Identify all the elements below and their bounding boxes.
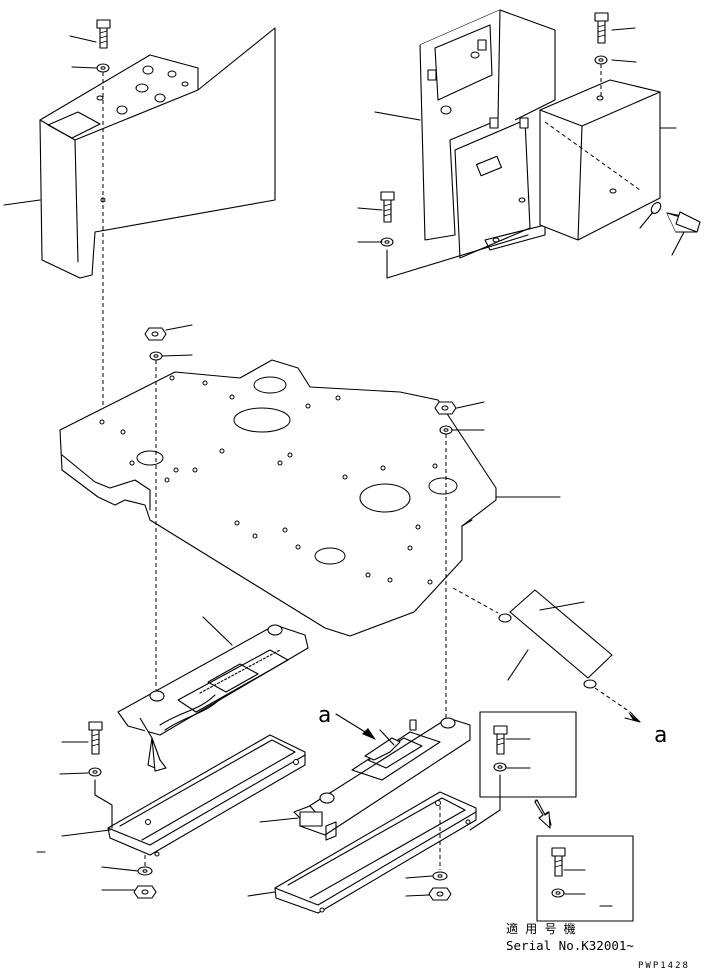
- bolt-right-side: [650, 202, 701, 233]
- inset-arrow-down: [534, 799, 552, 829]
- bolt-top-left: [96, 19, 111, 415]
- floor-plate: [59, 359, 497, 637]
- serial-note-title: 適 用 号 機: [506, 921, 576, 936]
- serial-note-number: Serial No.K32001~: [506, 938, 634, 953]
- nut-washer-lower-left: [133, 855, 157, 899]
- upper-right-bracket: [419, 9, 556, 259]
- pointer-arrow-a: [335, 713, 376, 740]
- left-side-cover: [39, 27, 276, 279]
- drawing-code: PWP1428: [638, 961, 690, 971]
- bolt-mid-left: [380, 191, 529, 279]
- plate-small-holes: [99, 375, 438, 585]
- right-lower-rail: [274, 791, 477, 914]
- bolt-top-right: [594, 12, 609, 96]
- right-box-cover: [539, 79, 661, 241]
- lever-leader: [452, 587, 641, 723]
- left-lower-rail: [107, 734, 306, 857]
- inset-box-serial: [536, 835, 634, 922]
- left-seat-slide-rail: [117, 624, 309, 772]
- nut-washer-left: [144, 327, 167, 690]
- inset-box-bolt-washer: [469, 711, 577, 831]
- nut-washer-right: [434, 401, 457, 720]
- nut-washer-lower-right: [428, 806, 452, 901]
- bolt-lower-left: [88, 721, 113, 829]
- label-a-right: a: [654, 723, 667, 748]
- right-seat-slide-rail: [293, 717, 471, 841]
- callout-leaders: [3, 27, 685, 907]
- label-a-upper: a: [318, 703, 331, 728]
